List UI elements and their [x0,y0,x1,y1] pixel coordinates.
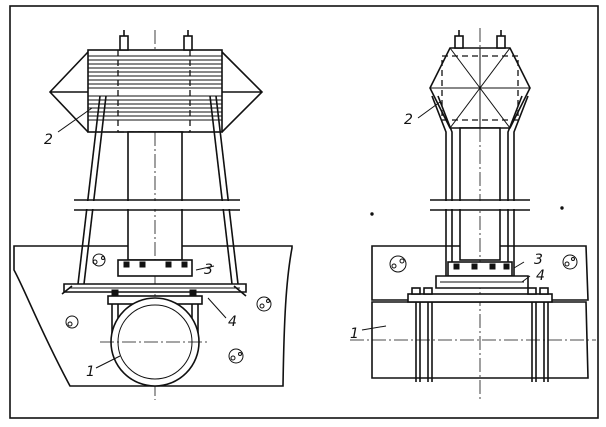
label-pipe-right: 1 [350,326,359,342]
right-break-lines [430,199,530,211]
left-ground-block [13,245,293,387]
right-base-flange [407,293,553,303]
left-leaders [57,107,227,369]
right-top-bolts [454,30,506,49]
label-clamp-right: 3 [534,252,543,268]
label-support-left: 2 [44,132,53,148]
drawing-frame [9,5,599,419]
label-bracket-right: 4 [536,268,545,284]
left-main-pipe [100,297,210,387]
right-view: 2 3 4 1 [350,28,596,400]
left-view: 2 3 4 1 [13,30,293,400]
left-clamp [117,259,193,277]
left-top-bolts [119,30,193,51]
right-leaders [361,101,531,331]
right-soil-texture [389,254,578,273]
left-support-legs [77,95,239,285]
label-pipe-left: 1 [86,364,95,380]
left-riser-pipe [127,131,183,261]
label-bracket-left: 4 [228,314,237,330]
stray-mark [560,206,564,210]
right-support-legs [431,95,529,284]
left-hood-fins [88,55,222,121]
stray-mark [370,212,374,216]
left-soil-texture [65,253,272,364]
right-anchor-bolts [411,287,549,382]
right-hood [429,47,531,129]
left-break-lines [74,199,240,211]
label-support-right: 2 [404,112,413,128]
label-clamp-left: 3 [204,262,213,278]
